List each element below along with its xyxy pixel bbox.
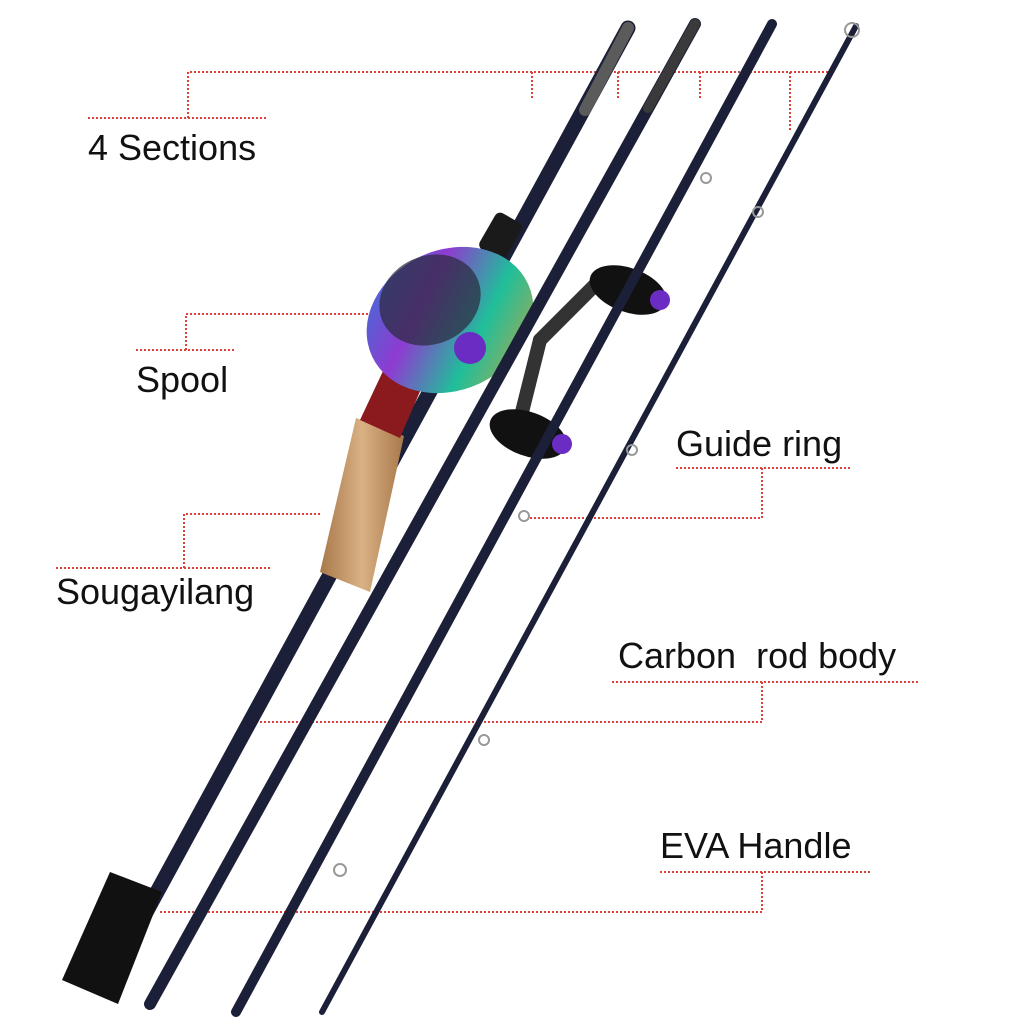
leader-line-brand — [56, 513, 320, 569]
label-carbon-rod-body: Carbon rod body — [618, 635, 897, 676]
leader-line-eva — [160, 871, 872, 913]
leader-line-guide-ring — [528, 467, 850, 519]
rod-section-2 — [144, 18, 701, 1010]
eva-butt-grip — [62, 872, 162, 1004]
label-guide-ring: Guide ring — [676, 423, 843, 464]
leader-line-carbon — [250, 681, 920, 723]
guide-ring-icon — [333, 863, 347, 877]
spool-knob — [454, 332, 486, 364]
label-eva-handle: EVA Handle — [660, 825, 852, 866]
guide-ring-icon — [478, 734, 490, 746]
label-spool: Spool — [136, 359, 229, 400]
rod-section-1 — [62, 20, 636, 1004]
cork-grip — [320, 418, 404, 592]
guide-ring-icon — [752, 206, 764, 218]
guide-ring-icon — [700, 172, 712, 184]
leader-lines — [56, 71, 920, 913]
guide-ring-icon — [518, 510, 530, 522]
label-brand: Sougayilang — [56, 571, 255, 612]
rod-section-3 — [231, 19, 777, 1017]
rod-section-4 — [319, 22, 860, 1015]
tip-guide-ring-icon — [844, 22, 860, 38]
leader-line-sections — [88, 71, 830, 130]
leader-line-spool — [136, 313, 420, 351]
guide-ring-icon — [626, 444, 638, 456]
label-sections: 4 Sections — [88, 127, 257, 168]
